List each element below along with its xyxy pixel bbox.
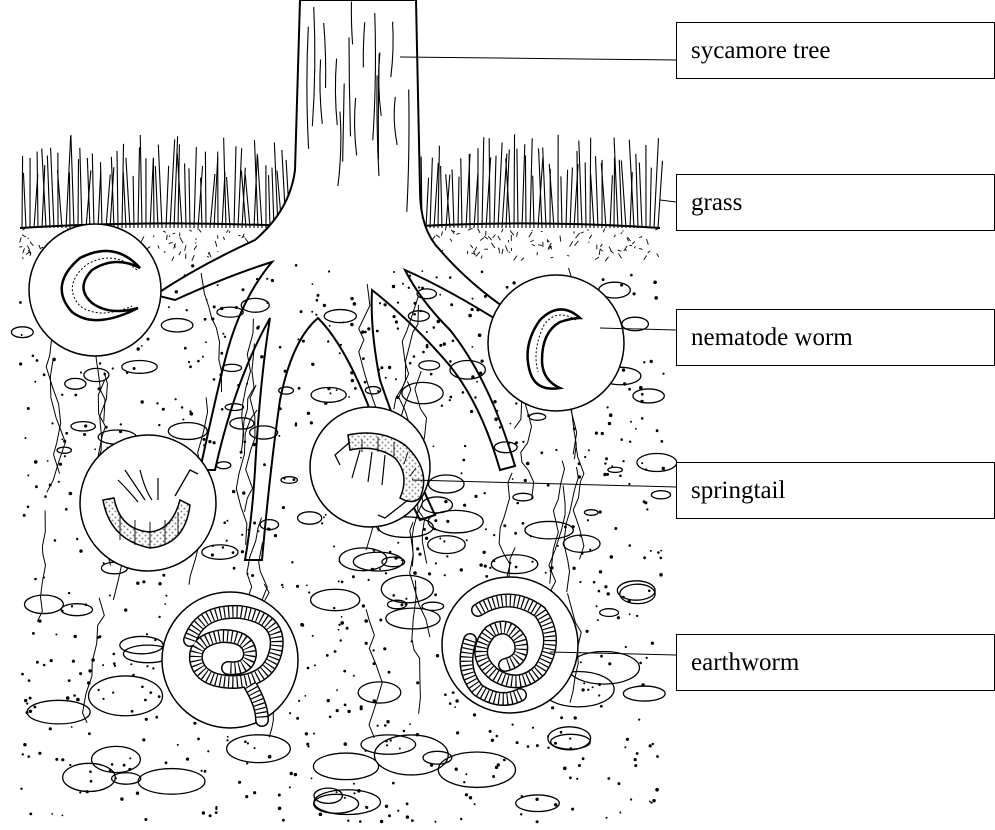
earthworm-inset-right: [442, 577, 578, 713]
label-nematode-worm: nematode worm: [676, 309, 995, 366]
label-grass: grass: [676, 174, 995, 231]
nematode-inset-left: [29, 224, 161, 356]
label-text: grass: [691, 189, 742, 217]
leader-sycamore: [400, 57, 676, 60]
nematode-inset-right: [488, 275, 624, 411]
leader-springtail: [412, 480, 676, 487]
label-springtail: springtail: [676, 462, 995, 519]
earthworm-inset-left: [162, 592, 298, 728]
label-sycamore-tree: sycamore tree: [676, 22, 995, 79]
springtail-inset-left: [80, 435, 216, 571]
label-text: springtail: [691, 477, 785, 505]
label-text: earthworm: [691, 649, 799, 677]
label-text: nematode worm: [691, 324, 853, 352]
label-earthworm: earthworm: [676, 634, 995, 691]
label-text: sycamore tree: [691, 37, 831, 65]
leader-grass: [660, 200, 676, 202]
springtail-inset-center: [310, 407, 430, 527]
